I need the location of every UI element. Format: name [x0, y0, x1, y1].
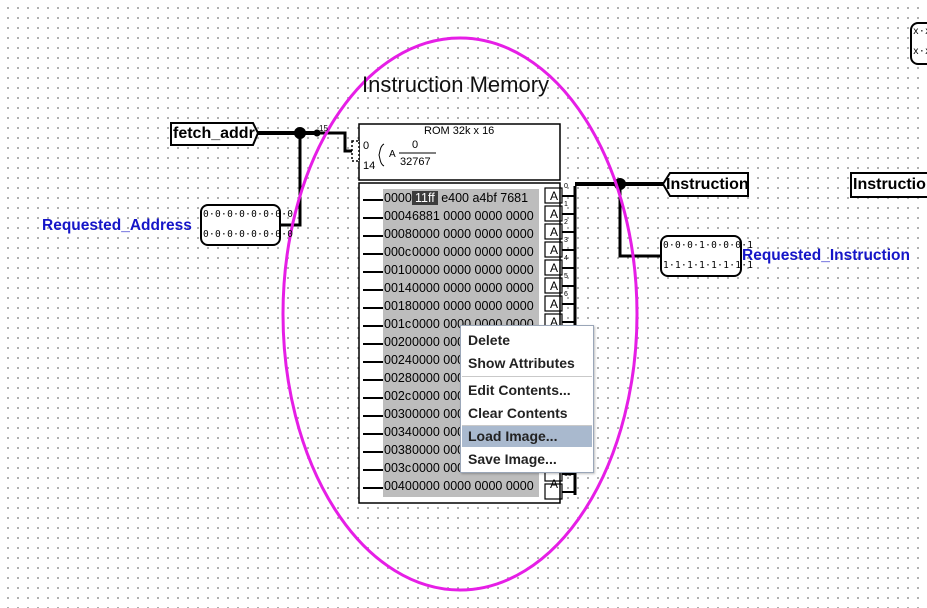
memory-row-address: 002c — [384, 389, 412, 403]
memory-row-address: 0010 — [384, 263, 412, 277]
rom-input-lines — [363, 199, 383, 489]
memory-row[interactable]: 00180000 0000 0000 0000 — [384, 297, 538, 315]
rom-bit-index: 4 — [564, 255, 568, 262]
wire-junction — [294, 127, 306, 139]
memory-row-address: 0034 — [384, 425, 412, 439]
instruction-pin — [661, 172, 749, 197]
rom-bit-index: 15 — [564, 471, 572, 478]
requested-address-probe-value[interactable]: 0·0·0·0·0·0·0·0 0·0·0·0·0·0·0·0 — [203, 209, 294, 240]
menu-item-load-image[interactable]: Load Image... — [462, 426, 592, 447]
instruction-far-pin — [850, 172, 927, 198]
fetch-addr-pin — [170, 122, 260, 146]
circuit-title: Instruction Memory — [362, 72, 550, 97]
memory-row[interactable]: 000c0000 0000 0000 0000 — [384, 243, 538, 261]
highlight-ellipse — [281, 36, 639, 592]
instruction-far-label[interactable]: Instructio — [853, 176, 926, 193]
memory-row[interactable]: 00100000 0000 0000 0000 — [384, 261, 538, 279]
rom-port-a-label: A — [550, 477, 559, 491]
rom-range-low: 0 — [412, 139, 419, 151]
rom-bit-index: 6 — [564, 291, 568, 298]
fetch-addr-label[interactable]: fetch_addr — [173, 125, 255, 142]
memory-row-address: 001c — [384, 317, 412, 331]
memory-row-data[interactable]: 0000 0000 0000 0000 — [412, 227, 534, 241]
memory-row-address: 0040 — [384, 479, 412, 493]
rom-title: ROM 32k x 16 — [424, 125, 495, 137]
context-menu: Delete Show Attributes Edit Contents... … — [460, 325, 594, 473]
menu-item-save-image[interactable]: Save Image... — [468, 451, 557, 467]
instruction-label[interactable]: Instruction — [666, 176, 749, 193]
wire-rom-address — [317, 131, 352, 153]
rom-output-lines — [562, 195, 575, 493]
rom-bit-index: 3 — [564, 237, 568, 244]
menu-item-clear-contents[interactable]: Clear Contents — [468, 405, 568, 421]
memory-row-address: 0028 — [384, 371, 412, 385]
rom-bit-index: 0 — [564, 183, 568, 190]
menu-item-delete[interactable]: Delete — [468, 332, 511, 348]
memory-row-address: 003c — [384, 461, 412, 475]
rom-port-a-label: A — [550, 279, 559, 293]
memory-row-data[interactable]: 0000 0000 0000 0000 — [412, 299, 534, 313]
rom-port-a-label: A — [550, 261, 559, 275]
memory-row-data[interactable]: 0000 0000 0000 0000 — [412, 281, 534, 295]
rom-header — [358, 123, 561, 181]
memory-row-data[interactable]: 0000 0000 0000 0000 — [412, 479, 534, 493]
memory-row-address: 0024 — [384, 353, 412, 367]
memory-row-address: 0000 — [384, 191, 412, 205]
menu-separator — [462, 425, 592, 426]
memory-row-address: 000c — [384, 245, 412, 259]
corner-probe — [910, 22, 927, 65]
memory-row[interactable]: 00140000 0000 0000 0000 — [384, 279, 538, 297]
memory-row-address: 0038 — [384, 443, 412, 457]
rom-address-column — [383, 189, 413, 497]
requested-instruction-label: Requested_Instruction — [742, 247, 910, 264]
rom-bit-index: 5 — [564, 273, 568, 280]
memory-row-address: 0018 — [384, 299, 412, 313]
rom-bit-index: 2 — [564, 219, 568, 226]
memory-row-address: 0004 — [384, 209, 412, 223]
memory-row-data[interactable]: e400 a4bf 7681 — [441, 191, 529, 205]
rom-pin14: 14 — [363, 160, 376, 172]
wire-junction — [313, 129, 321, 137]
memory-row-data[interactable]: 0000 0000 0000 0000 — [412, 263, 534, 277]
rom-splitter — [351, 140, 360, 162]
requested-instruction-probe-value[interactable]: 0·0·0·1·0·0·0·1 1·1·1·1·1·1·1·1 — [663, 240, 754, 271]
memory-row-address: 0030 — [384, 407, 412, 421]
memory-row-data[interactable]: 6881 0000 0000 0000 — [412, 209, 534, 223]
memory-row[interactable]: 00080000 0000 0000 0000 — [384, 225, 538, 243]
wire-width-label: 15 — [319, 124, 328, 133]
rom-port-a-label: A — [550, 207, 559, 221]
menu-separator — [462, 376, 592, 377]
memory-row-data[interactable]: 0000 0000 0000 0000 — [412, 245, 534, 259]
memory-row-address: 0014 — [384, 281, 412, 295]
memory-row-address: 0020 — [384, 335, 412, 349]
rom-bit-index: 1 — [564, 201, 568, 208]
wire-requested-address — [281, 133, 302, 227]
menu-item-edit-contents[interactable]: Edit Contents... — [468, 382, 571, 398]
corner-probe-value[interactable]: x·x x·x — [913, 26, 927, 57]
memory-row[interactable]: 00046881 0000 0000 0000 — [384, 207, 538, 225]
rom-port-a-label: A — [550, 189, 559, 203]
requested-instruction-probe — [660, 235, 742, 277]
rom-port-a-label: A — [550, 225, 559, 239]
requested-address-label: Requested_Address — [42, 217, 192, 234]
memory-row[interactable]: 00400000 0000 0000 0000 — [384, 477, 538, 495]
rom-pin0: 0 — [363, 140, 370, 152]
rom-port-a-label: A — [550, 297, 559, 311]
rom-port-a-label: A — [550, 243, 559, 257]
requested-address-probe — [200, 204, 281, 246]
menu-item-show-attributes[interactable]: Show Attributes — [468, 355, 575, 371]
wire-requested-instruction — [618, 184, 662, 258]
rom-port-a-label: A — [550, 315, 559, 329]
memory-cell-selected[interactable]: 11ff — [412, 191, 438, 205]
rom-address-label: A — [389, 149, 396, 160]
memory-row-address: 0008 — [384, 227, 412, 241]
rom-range-high: 32767 — [400, 156, 431, 168]
